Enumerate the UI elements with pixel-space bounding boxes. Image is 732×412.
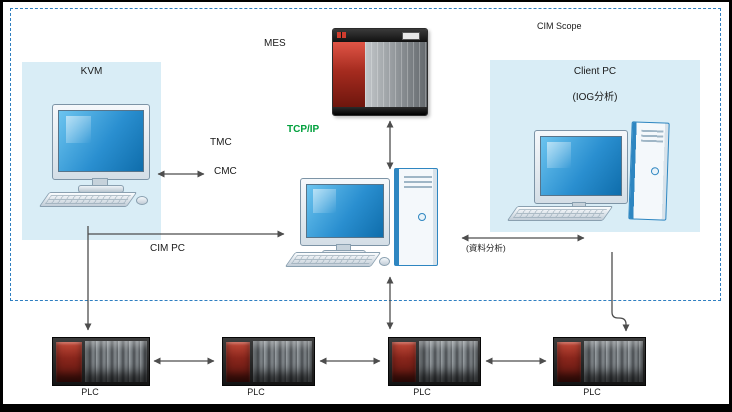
mes-label: MES [264, 38, 286, 49]
client-pc-label: Client PC [573, 66, 617, 77]
plc-label-2: PLC [247, 387, 265, 397]
plc-icon-4 [553, 337, 646, 386]
plc-icon-3 [388, 337, 481, 386]
plc-icon-1 [52, 337, 150, 386]
plc-icon-2 [222, 337, 315, 386]
cim-monitor-icon [300, 178, 390, 246]
cim-tower-icon [394, 168, 438, 266]
plc-label-4: PLC [583, 387, 601, 397]
plc-label-1: PLC [81, 387, 99, 397]
analysis-label: (資料分析) [466, 243, 506, 253]
cim-keyboard-icon [284, 252, 382, 267]
cim-mouse-icon [379, 257, 390, 266]
cmc-label: CMC [214, 166, 237, 177]
kvm-label: KVM [80, 66, 103, 77]
mes-server-icon [332, 28, 428, 116]
cim-pc-label: CIM PC [150, 243, 185, 254]
kvm-monitor-icon [52, 104, 150, 180]
client-pc-sublabel: (IOG分析) [572, 92, 618, 103]
client-keyboard-icon [506, 206, 614, 221]
tmc-label: TMC [210, 137, 232, 148]
client-monitor-icon [534, 130, 628, 204]
cim-scope-label: CIM Scope [537, 21, 582, 31]
kvm-mouse-icon [136, 196, 148, 205]
kvm-keyboard-icon [38, 192, 138, 207]
cim-scope-boundary [10, 8, 721, 301]
client-tower-icon [628, 121, 670, 221]
plc-label-3: PLC [413, 387, 431, 397]
tcpip-label: TCP/IP [287, 124, 320, 135]
